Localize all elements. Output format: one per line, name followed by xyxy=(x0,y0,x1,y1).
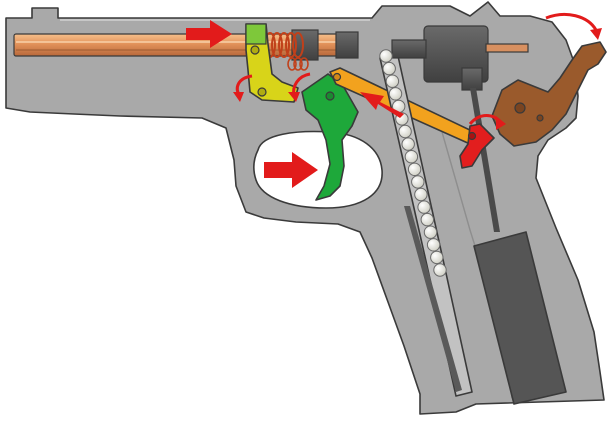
barrel-end-block xyxy=(335,31,359,59)
bb-pellet xyxy=(411,175,425,189)
bb-pellet xyxy=(420,212,434,227)
bb-pellet xyxy=(404,150,419,164)
magazine-rod xyxy=(404,206,462,392)
yellow-sear-pivot-2 xyxy=(257,87,267,97)
trigger xyxy=(301,73,359,201)
bb-column xyxy=(379,49,447,277)
red-lever xyxy=(459,123,495,169)
valve-stem xyxy=(485,43,529,53)
hammer-rotation-arrowhead xyxy=(590,28,602,40)
motion-arrows xyxy=(186,13,602,188)
bb-pellet xyxy=(382,61,396,76)
hammer-rotation-arrow xyxy=(545,13,598,31)
hammer xyxy=(491,41,607,147)
trigger-pull-arrow xyxy=(264,152,318,188)
bb-pellet xyxy=(423,225,438,239)
bb-pellet xyxy=(417,200,431,214)
bb-pellet xyxy=(401,137,415,151)
trigger-pivot xyxy=(325,91,335,101)
bb-pellet xyxy=(414,187,428,202)
trigger-guard-opening xyxy=(253,130,383,209)
lower-spring xyxy=(287,57,309,71)
barrel-direction-arrow xyxy=(186,20,232,48)
bb-pellet xyxy=(433,263,447,277)
co2-cylinder xyxy=(473,231,567,405)
bb-pellet xyxy=(426,238,441,252)
bb-pellet xyxy=(430,250,444,265)
bb-pellet xyxy=(398,124,412,139)
trigger-rotation-arrowhead xyxy=(288,92,300,102)
valve-cap xyxy=(391,39,427,59)
bb-pellet xyxy=(388,87,403,101)
trigger-bar-front-pin xyxy=(332,72,342,82)
valve-lower-block xyxy=(461,67,483,91)
hammer-pivot xyxy=(514,102,526,114)
yellow-sear-pivot xyxy=(250,45,260,55)
sear-rotation-arrowhead xyxy=(233,92,244,102)
red-lever-pivot xyxy=(467,131,477,141)
lever-rotation-arrowhead xyxy=(496,116,506,130)
yellow-sear-green-plate xyxy=(245,23,267,45)
hammer-pin xyxy=(536,114,544,122)
bb-pellet xyxy=(385,74,400,88)
bb-pellet xyxy=(379,49,393,63)
trigger-bar-arrow xyxy=(360,92,404,118)
bb-pellet xyxy=(407,162,422,177)
